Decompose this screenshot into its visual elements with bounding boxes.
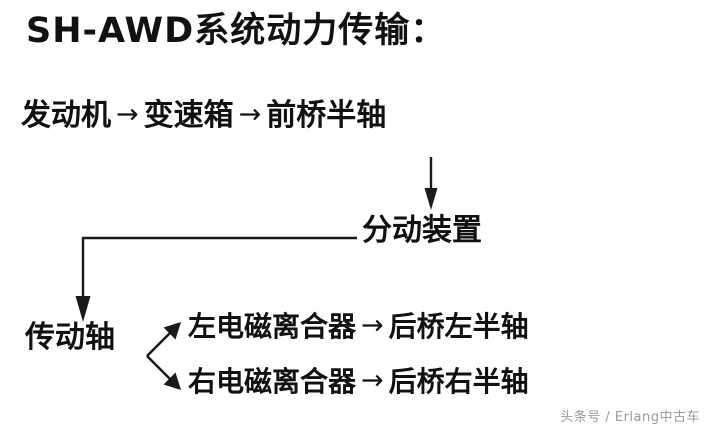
node-transfer-case: 分动装置 [362, 213, 482, 248]
branch-row-left: 左电磁离合器→后桥左半轴 [188, 310, 529, 343]
arrow-right-icon: → [238, 99, 262, 130]
arrow-right-icon: → [361, 310, 384, 341]
node-left-clutch: 左电磁离合器 [188, 310, 357, 343]
node-engine: 发动机 [21, 98, 111, 133]
page-title: SH-AWD系统动力传输： [26, 11, 447, 51]
arrow-right-icon: → [116, 99, 139, 130]
node-right-clutch: 右电磁离合器 [188, 365, 357, 398]
powertrain-flow-row: 发动机→变速箱→前桥半轴 [21, 101, 386, 131]
elbow-transfer-case-to-driveshaft [75, 236, 357, 322]
node-transmission: 变速箱 [143, 98, 234, 133]
branch-row-right: 右电磁离合器→后桥右半轴 [188, 365, 529, 398]
watermark-text: 头条号 / Erlang中古车 [560, 410, 700, 425]
node-driveshaft: 传动轴 [25, 320, 115, 355]
node-rear-left-shaft: 后桥左半轴 [388, 310, 529, 343]
node-rear-right-shaft: 后桥右半轴 [388, 365, 529, 398]
arrow-down-to-transfer-case [424, 157, 438, 210]
node-front-axle-shaft: 前桥半轴 [266, 98, 387, 133]
arrow-right-icon: → [361, 365, 384, 396]
branch-split-arrows [146, 322, 181, 390]
